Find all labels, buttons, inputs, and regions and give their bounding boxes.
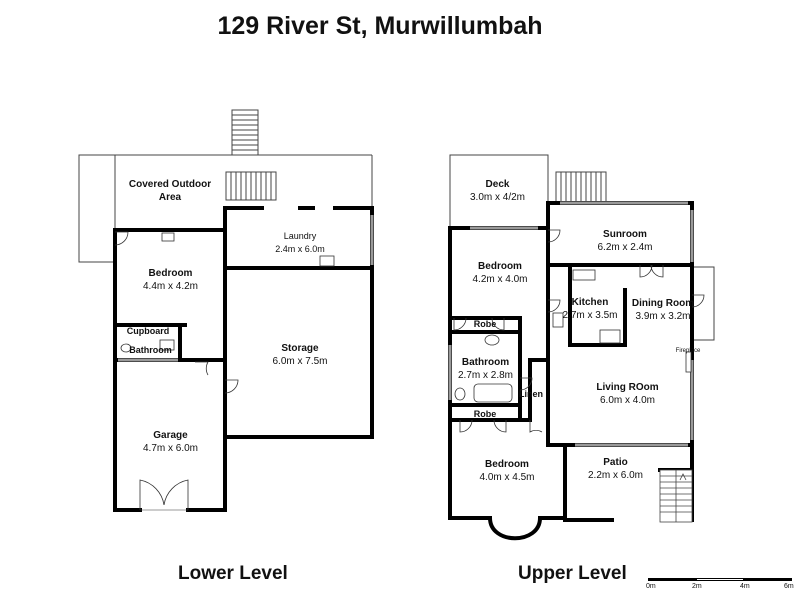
room-name: Robe <box>473 319 497 329</box>
room-patio: Patio 2.2m x 6.0m <box>578 456 653 482</box>
room-sunroom: Sunroom 6.2m x 2.4m <box>570 228 680 254</box>
room-kitchen: Kitchen 2.7m x 3.5m <box>560 296 620 322</box>
room-name: Bathroom <box>461 357 510 368</box>
room-laundry: Laundry 2.4m x 6.0m <box>250 230 350 256</box>
room-bedroom-upper-2: Bedroom 4.0m x 4.5m <box>462 458 552 484</box>
room-dimensions: 2.7m x 3.5m <box>562 310 618 321</box>
room-name: Patio <box>603 457 628 468</box>
upper-level-label: Upper Level <box>518 563 627 584</box>
room-robe-1: Robe <box>470 318 500 331</box>
room-dimensions: 4.7m x 6.0m <box>142 443 199 454</box>
upper-fixtures <box>454 269 692 403</box>
room-name: Kitchen <box>571 297 609 308</box>
room-name: Robe <box>473 409 497 419</box>
room-name: Bedroom <box>148 268 193 279</box>
room-dimensions: 3.0m x 4/2m <box>469 192 526 203</box>
scale-tick-label: 2m <box>692 583 702 590</box>
room-name: Deck <box>485 179 510 190</box>
room-dimensions: 4.4m x 4.2m <box>142 281 199 292</box>
room-name: Linen <box>519 389 543 399</box>
scale-tick-label: 0m <box>646 583 656 590</box>
room-name: Cupboard <box>126 326 170 336</box>
room-garage: Garage 4.7m x 6.0m <box>118 429 223 455</box>
room-dimensions: 6.2m x 2.4m <box>597 242 653 253</box>
lower-external-stairs <box>231 109 259 156</box>
room-dimensions: 2.7m x 2.8m <box>457 370 514 381</box>
lower-stairs-2 <box>225 171 277 201</box>
room-name: Bathroom <box>129 345 172 355</box>
room-covered-outdoor-area: Covered Outdoor Area <box>110 178 230 204</box>
deck-outline <box>449 154 549 230</box>
lower-level-plan <box>78 109 374 512</box>
room-bathroom-upper: Bathroom 2.7m x 2.8m <box>453 356 518 382</box>
room-robe-2: Robe <box>470 408 500 421</box>
room-dimensions: 2.2m x 6.0m <box>587 470 644 481</box>
room-dimensions: 6.0m x 4.0m <box>599 395 656 406</box>
room-name: Bedroom <box>478 261 522 272</box>
room-dimensions: 6.0m x 7.5m <box>272 356 328 367</box>
room-storage: Storage 6.0m x 7.5m <box>250 342 350 368</box>
patio-stairs <box>659 469 693 523</box>
lower-doors <box>114 231 239 511</box>
room-dining-room: Dining Room 3.9m x 3.2m <box>628 297 698 323</box>
room-name: Laundry <box>283 231 317 241</box>
room-name-line2: Area <box>158 192 182 203</box>
room-dimensions: 4.2m x 4.0m <box>472 274 528 285</box>
room-bathroom-lower: Bathroom <box>118 344 183 357</box>
room-name: Garage <box>153 430 188 441</box>
room-bedroom-upper-1: Bedroom 4.2m x 4.0m <box>455 260 545 286</box>
bay-window <box>488 517 542 541</box>
room-name: Storage <box>281 343 319 354</box>
room-dimensions: 2.4m x 6.0m <box>275 244 325 254</box>
room-name: Fireplace <box>675 348 701 354</box>
room-name: Living ROom <box>596 382 659 393</box>
dining-bay <box>692 266 715 341</box>
scale-tick-label: 6m <box>784 583 794 590</box>
covered-outdoor-outline <box>78 154 373 263</box>
page-title: 129 River St, Murwillumbah <box>217 12 543 40</box>
upper-level-plan <box>448 154 715 541</box>
room-dimensions: 4.0m x 4.5m <box>479 472 535 483</box>
room-cupboard: Cupboard <box>118 325 178 338</box>
lower-level-label: Lower Level <box>178 563 288 584</box>
scale-segment-2 <box>696 578 744 581</box>
room-name: Dining Room <box>631 298 695 309</box>
room-deck: Deck 3.0m x 4/2m <box>455 178 540 204</box>
room-name: Sunroom <box>603 229 647 240</box>
upper-doors <box>453 229 705 433</box>
upper-windows <box>448 201 694 447</box>
room-living-room: Living ROom 6.0m x 4.0m <box>585 381 670 407</box>
fireplace-label: Fireplace <box>668 347 708 355</box>
room-bedroom-lower: Bedroom 4.4m x 4.2m <box>118 267 223 293</box>
scale-segment-1 <box>648 578 696 581</box>
room-name: Covered Outdoor <box>128 179 212 190</box>
scale-bar: 0m 2m 4m 6m <box>646 578 794 592</box>
room-linen: Linen <box>516 388 546 401</box>
scale-segment-3 <box>744 578 792 581</box>
room-dimensions: 3.9m x 3.2m <box>635 311 691 322</box>
room-name: Bedroom <box>485 459 529 470</box>
lower-windows <box>118 215 374 362</box>
lower-fixtures <box>120 232 335 353</box>
scale-tick-label: 4m <box>740 583 750 590</box>
upper-stairs <box>555 171 607 203</box>
